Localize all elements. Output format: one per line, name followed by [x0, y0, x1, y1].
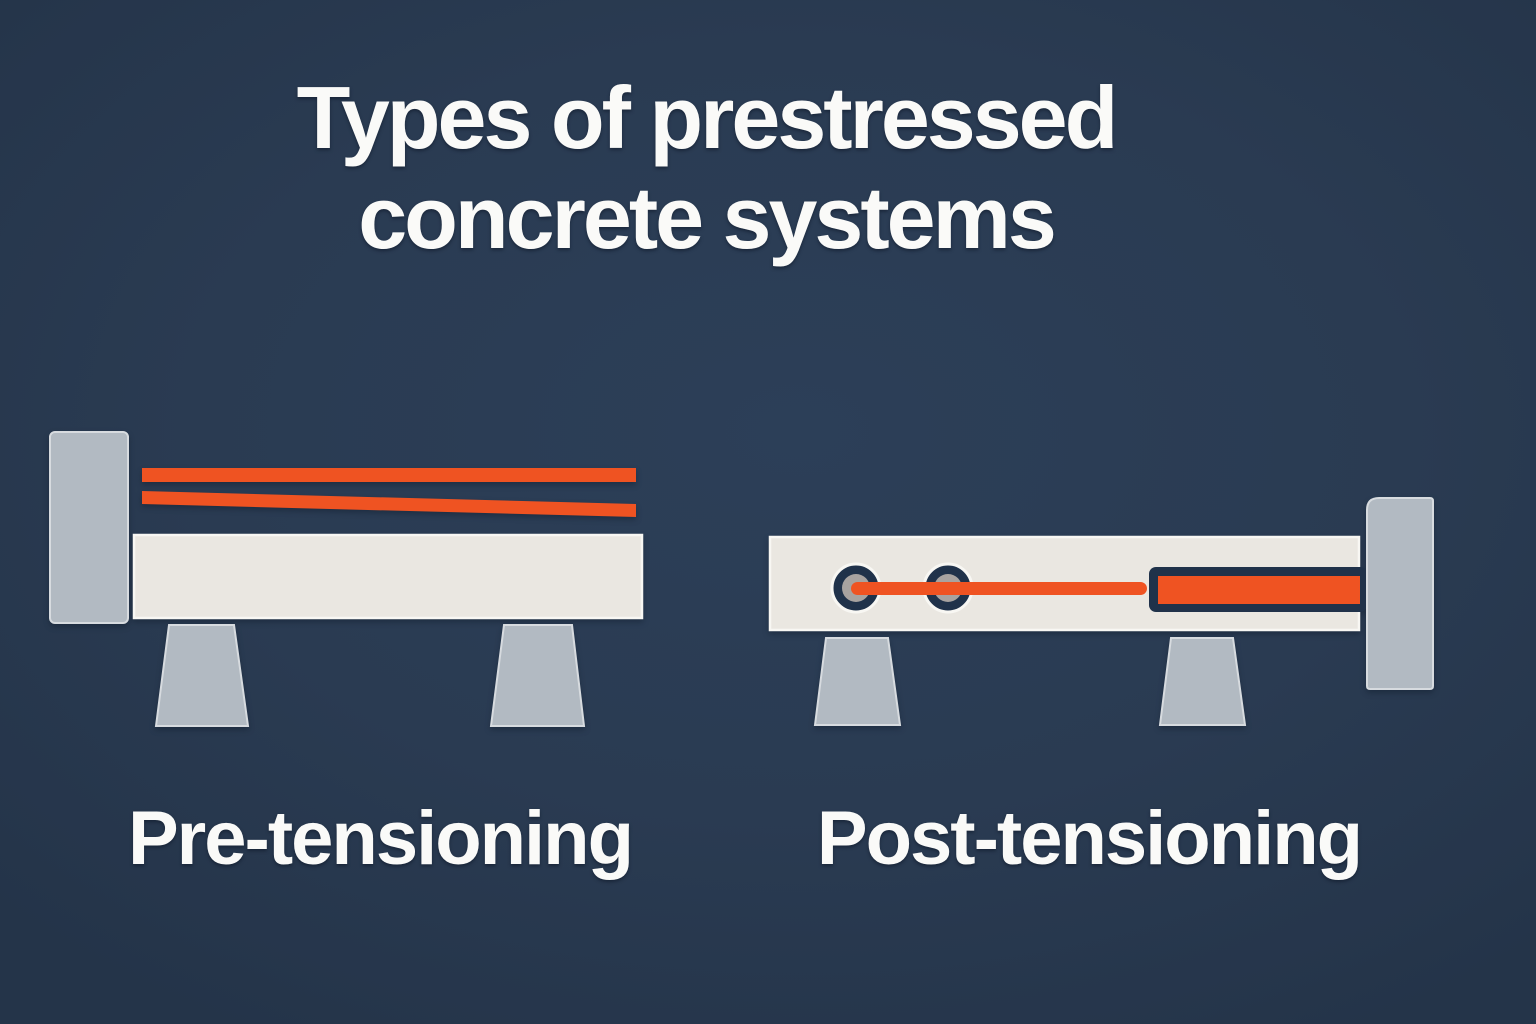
tendon-line-icon — [851, 582, 1147, 595]
support-pedestal-icon — [154, 624, 250, 727]
support-pedestal-icon — [1158, 637, 1247, 726]
deflected-tendon-icon — [142, 491, 636, 517]
anchorage-block-right-icon — [1366, 497, 1434, 690]
title-line-2: concrete systems — [358, 168, 1057, 267]
anchorage-block-left-icon — [49, 431, 129, 624]
concrete-beam-icon — [132, 533, 644, 620]
pre-tensioning-diagram — [49, 431, 644, 727]
pre-tensioning-label: Pre-tensioning — [127, 796, 634, 881]
straight-tendon-icon — [142, 468, 636, 482]
support-pedestal-icon — [489, 624, 586, 727]
title-line-1: Types of prestressed — [296, 68, 1119, 167]
post-tensioning-diagram — [768, 497, 1434, 726]
hydraulic-jack-icon — [1158, 576, 1360, 604]
post-tensioning-label: Post-tensioning — [816, 796, 1363, 881]
support-pedestal-icon — [813, 637, 902, 726]
